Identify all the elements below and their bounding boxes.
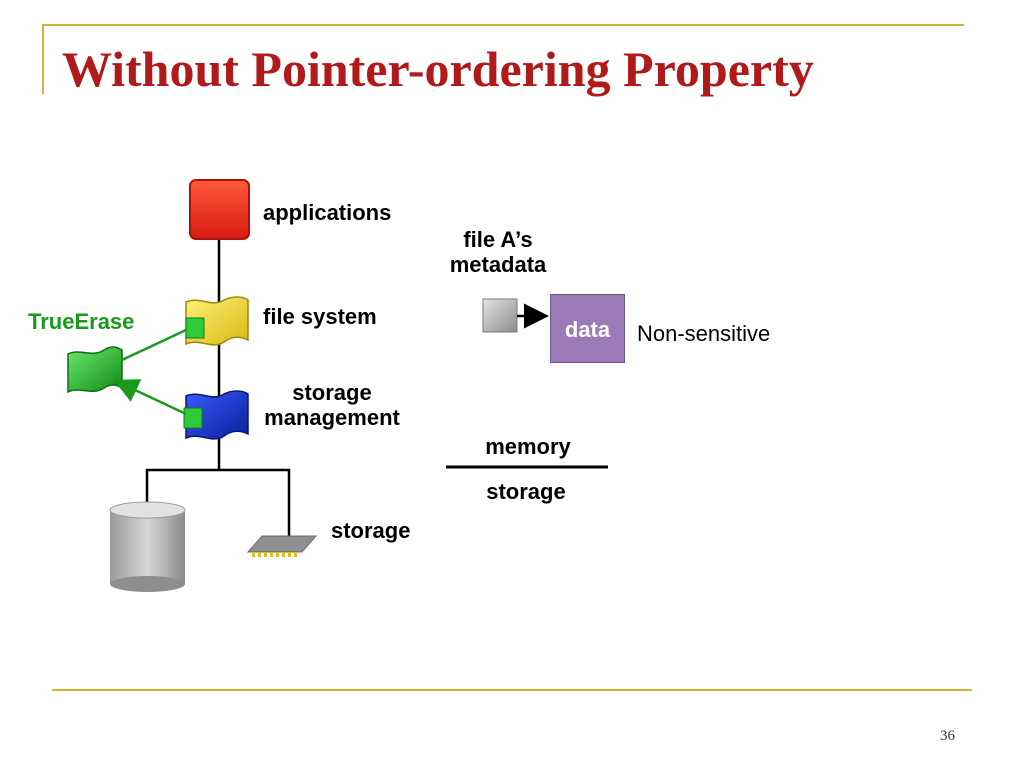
metadata-label: file A’s metadata [430,227,566,278]
disk-cylinder-icon [109,501,186,592]
metadata-label-line2: metadata [449,252,547,278]
data-block-label: data [564,317,611,342]
frame-left-rule [42,24,44,94]
storage-management-label: storage management [252,380,412,431]
applications-block [189,179,250,240]
applications-label: applications [263,200,392,225]
storage-branch-line [145,468,291,548]
non-sensitive-label: Non-sensitive [637,321,771,346]
storage-divider-label: storage [486,479,566,504]
storage-management-block [183,390,249,440]
trueerase-label: TrueErase [28,309,135,334]
storage-management-label-line1: storage [292,380,372,405]
storage-label: storage [331,518,411,543]
storage-management-to-trueerase-arrow [113,379,187,416]
slide-number: 36 [940,728,955,744]
metadata-label-line1: file A’s [463,227,533,252]
flash-chip-icon [246,535,318,557]
file-system-label: file system [263,304,377,329]
data-block: data [550,294,625,363]
metadata-block [482,298,518,333]
frame-bottom-rule [52,689,972,691]
storage-management-label-line2: management [264,405,400,431]
frame-top-rule [42,24,964,26]
memory-label: memory [485,434,571,459]
trueerase-block [67,346,123,394]
file-system-block [185,296,249,346]
file-system-to-trueerase-arrow [121,328,187,362]
slide-title: Without Pointer-ordering Property [62,41,814,97]
